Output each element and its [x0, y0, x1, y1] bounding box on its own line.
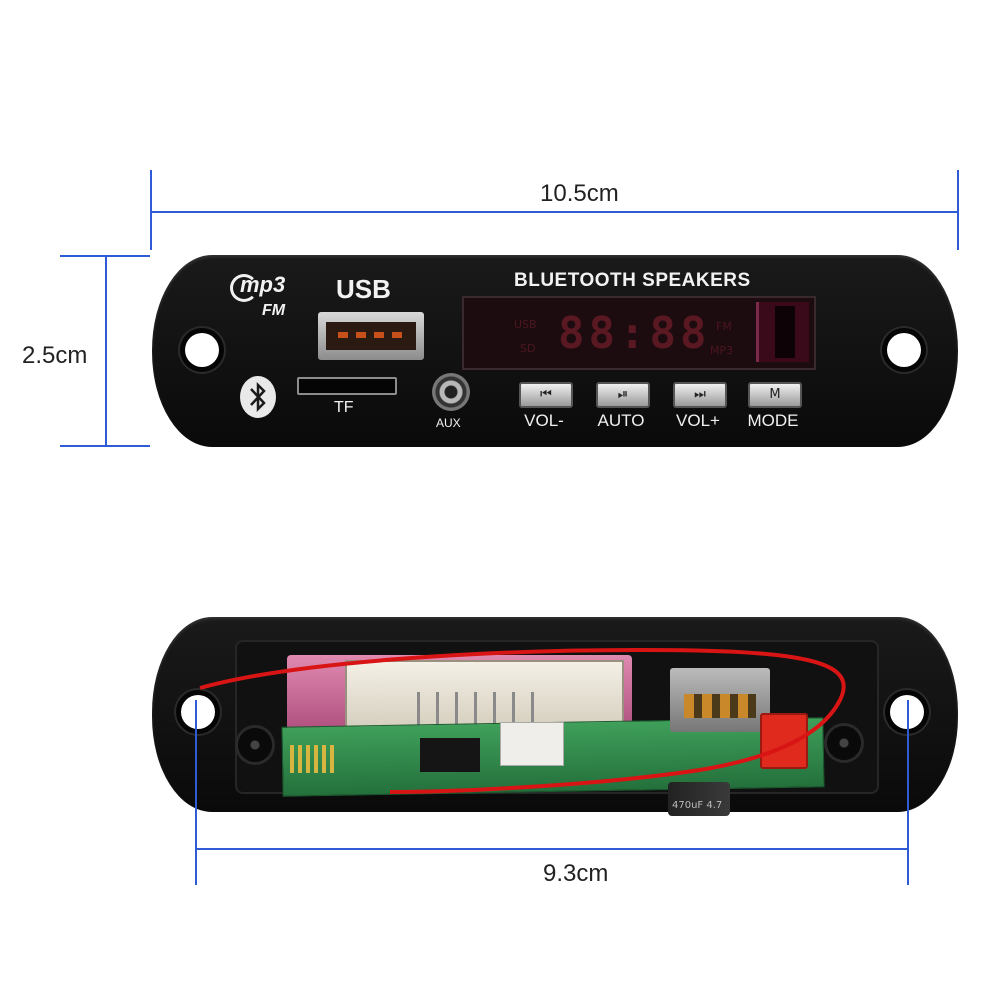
- display-mp3-indicator: MP3: [710, 344, 734, 357]
- play-pause-icon: ⏯: [617, 387, 629, 402]
- display-ir-window: [756, 302, 809, 362]
- width-dim-label: 10.5cm: [540, 180, 619, 207]
- usb-port-tongue: [326, 322, 416, 350]
- mode-label: MODE: [747, 411, 799, 430]
- rear-width-dim-right-tick: [907, 700, 909, 885]
- capacitor: 470uF 4.7: [668, 782, 730, 816]
- usb-label: USB: [336, 274, 391, 304]
- vol-down-button[interactable]: ⏮: [519, 382, 573, 408]
- vol-down-label: VOL-: [524, 411, 564, 430]
- bluetooth-speakers-title: BLUETOOTH SPEAKERS: [514, 270, 751, 291]
- mp3-logo-ring: [230, 274, 258, 302]
- usb-port[interactable]: [318, 312, 424, 360]
- usb-port-contacts: [338, 332, 404, 338]
- front-right-mount-hole: [887, 333, 921, 367]
- vol-up-label: VOL+: [676, 411, 720, 430]
- height-dim-line: [105, 255, 107, 447]
- small-white-connector: [500, 722, 564, 766]
- vol-up-button[interactable]: ⏭: [673, 382, 727, 408]
- tf-label: TF: [334, 399, 354, 416]
- rear-width-dim-left-tick: [195, 700, 197, 885]
- height-dim-label: 2.5cm: [22, 342, 88, 369]
- display-usb-indicator: USB: [514, 318, 537, 331]
- auto-button[interactable]: ⏯: [596, 382, 650, 408]
- width-dim-left-tick: [150, 170, 152, 250]
- right-screw: [827, 726, 861, 760]
- auto-label: AUTO: [597, 411, 645, 430]
- next-track-icon: ⏭: [694, 387, 706, 402]
- display-fm-indicator: FM: [716, 320, 732, 333]
- rear-width-dim-line: [195, 848, 909, 850]
- capacitor-label: 470uF 4.7: [672, 800, 723, 811]
- rear-width-dim-label: 9.3cm: [543, 860, 609, 887]
- mode-icon: M: [769, 387, 781, 402]
- chip-ic: [420, 738, 480, 772]
- front-left-mount-hole: [185, 333, 219, 367]
- width-dim-right-tick: [957, 170, 959, 250]
- mp3-logo-text: mp3: [240, 272, 286, 297]
- mp3-logo: mp3 FM: [228, 270, 298, 330]
- rear-usb-contacts: [684, 694, 756, 718]
- bluetooth-icon: [240, 376, 276, 418]
- rear-usb-socket: [670, 668, 770, 732]
- aux-label: AUX: [436, 416, 461, 430]
- prev-track-icon: ⏮: [540, 387, 552, 402]
- fm-logo-text: FM: [262, 302, 286, 319]
- width-dim-line: [150, 211, 959, 213]
- tf-card-slot[interactable]: [297, 377, 397, 395]
- bluetooth-antenna-trace: [290, 745, 335, 773]
- display-sd-indicator: SD: [520, 342, 536, 355]
- display-digits: 88:88: [558, 308, 711, 359]
- rear-left-mount-hole: [181, 695, 215, 729]
- aux-jack[interactable]: [432, 373, 470, 411]
- led-display: USB SD 88:88 FM MP3: [462, 296, 816, 370]
- left-screw: [238, 728, 272, 762]
- display-ir-sensor: [775, 306, 795, 358]
- mode-button[interactable]: M: [748, 382, 802, 408]
